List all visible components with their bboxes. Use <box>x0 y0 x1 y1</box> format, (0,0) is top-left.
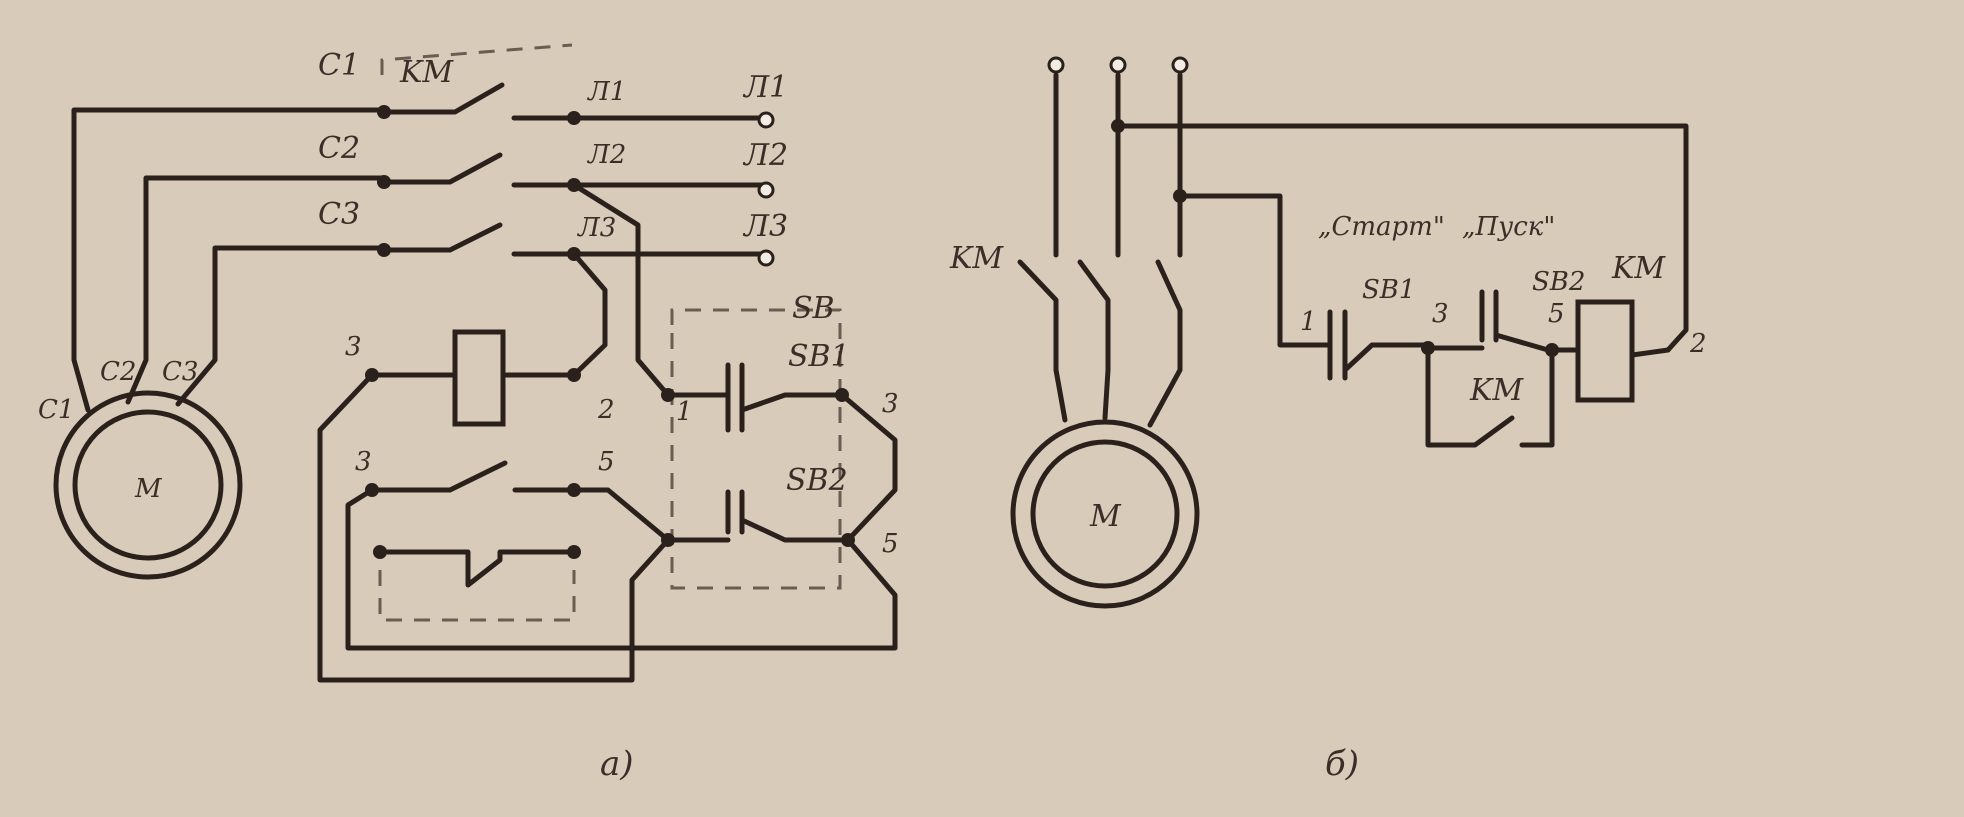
sb2-right-wire-b <box>1493 332 1551 353</box>
km-mech-link <box>380 43 573 75</box>
sb2-right-wire <box>739 517 851 543</box>
sb1-right-wire <box>739 392 845 413</box>
motor-a-inner <box>72 409 224 561</box>
sb2-label-b: SB2 <box>1532 267 1585 297</box>
sb1-label-a: SB1 <box>788 339 850 374</box>
sb2-label-a: SB2 <box>786 463 848 498</box>
lead-c1 <box>71 107 387 413</box>
holding-return-b <box>1519 347 1555 448</box>
km-main-2 <box>1077 259 1111 421</box>
node-1-b: 1 <box>1300 307 1317 337</box>
diagram-b: KM M 1 „Старт" SB1 3 „Пуск" SB2 5 KM 2 K… <box>949 56 1707 784</box>
caption-a: а) <box>600 744 634 784</box>
node-5-b: 5 <box>1548 299 1565 329</box>
motor-b-label: M <box>1089 499 1122 534</box>
km-contact-1 <box>381 82 505 115</box>
motor-a-label: M <box>134 474 163 504</box>
sb1-label-b: SB1 <box>1362 275 1415 305</box>
holding-contact-b <box>1425 345 1515 448</box>
holding-contact-a <box>369 460 508 493</box>
km-contact-3 <box>381 222 503 253</box>
km-contact-2 <box>381 152 503 185</box>
node-3-mid: 3 <box>355 447 372 477</box>
lead-c3 <box>175 245 387 407</box>
terminal-l2 <box>757 181 775 199</box>
control-feed <box>571 182 671 398</box>
supply-terminal-1 <box>1047 56 1065 74</box>
stator-label-c2: C2 <box>318 131 360 166</box>
km-label-a: KM <box>399 55 454 90</box>
stop-label: „Пуск" <box>1462 212 1555 242</box>
motor-b-outer <box>1010 419 1200 609</box>
coil-km-b <box>1575 299 1635 403</box>
stator-label-c3: C3 <box>318 197 360 232</box>
winding-label-c2: C2 <box>100 357 136 387</box>
control-supply-left <box>1177 193 1333 348</box>
node-2: 2 <box>597 395 615 425</box>
node-5: 5 <box>598 447 615 477</box>
motor-b-inner <box>1030 439 1180 589</box>
node-1: 1 <box>676 397 693 427</box>
km-main-3 <box>1147 259 1183 428</box>
control-supply-top <box>1115 123 1689 353</box>
thermal-box <box>378 570 576 622</box>
winding-label-c1: C1 <box>38 395 74 425</box>
loop-outer <box>317 372 671 683</box>
line-label-l3: Л3 <box>576 213 616 243</box>
sb1-wire-b <box>1342 342 1431 373</box>
winding-label-c3: C3 <box>162 357 198 387</box>
diagram-a: M C1 C2 C3 C1 C2 C3 KM Л1 Л2 Л3 Л1 <box>38 43 899 784</box>
motor-a-outer <box>53 390 243 580</box>
holding-wire <box>512 487 671 543</box>
terminal-l3 <box>757 249 775 267</box>
loop-inner <box>345 487 898 651</box>
line-label-l1: Л1 <box>586 77 626 107</box>
start-label: „Старт" <box>1318 212 1445 242</box>
line-label-l2: Л2 <box>586 140 626 170</box>
sb1-sb2-bridge <box>839 392 898 543</box>
lead-c2 <box>125 175 387 405</box>
coil-right-wire-b <box>1629 347 1671 358</box>
station-label: SB <box>792 291 835 326</box>
coil-km-a <box>452 329 506 427</box>
terminal-label-l2: Л2 <box>742 138 788 173</box>
coil-label-b: KM <box>1611 251 1666 286</box>
holding-label-b: KM <box>1469 373 1524 408</box>
terminal-l1 <box>757 111 775 129</box>
km-main-1 <box>1017 259 1068 423</box>
terminal-label-l3: Л3 <box>742 209 788 244</box>
supply-terminal-3 <box>1171 56 1189 74</box>
node-2-b: 2 <box>1689 329 1707 359</box>
km-label-b: KM <box>949 241 1004 276</box>
caption-b: б) <box>1325 744 1359 784</box>
stator-label-c1: C1 <box>318 48 360 83</box>
node-3-b: 3 <box>1432 299 1449 329</box>
node-3-right: 3 <box>882 389 899 419</box>
node-5-right: 5 <box>882 529 899 559</box>
coil-feed <box>571 251 608 378</box>
node-3-top: 3 <box>345 332 362 362</box>
terminal-label-l1: Л1 <box>742 70 788 105</box>
thermal-contact <box>377 549 577 588</box>
supply-terminal-2 <box>1109 56 1127 74</box>
